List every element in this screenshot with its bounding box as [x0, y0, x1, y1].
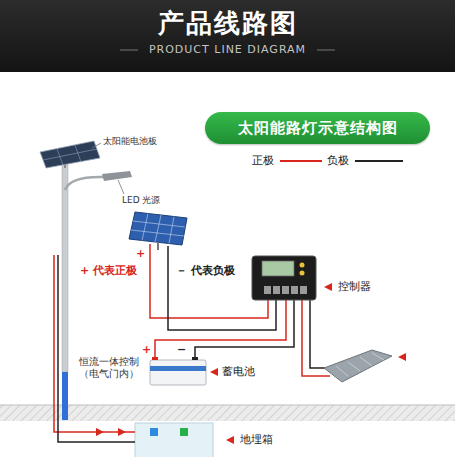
banner-rule	[120, 50, 138, 51]
legend-text: 负极	[327, 153, 349, 168]
polarity-mark: −	[177, 343, 186, 356]
legend-line	[355, 160, 403, 162]
legend-text: 正极	[252, 153, 274, 168]
pole-base	[62, 372, 68, 420]
leader-line	[92, 143, 101, 148]
controller-terminals	[264, 286, 307, 294]
subtitle: PRODUCT LINE DIAGRAM	[0, 43, 455, 56]
pointer-arrow	[398, 353, 406, 361]
indicator-light	[180, 428, 188, 436]
legend-line-sample	[278, 156, 326, 166]
part-name: 控制器	[338, 280, 371, 293]
title-banner	[0, 0, 455, 72]
pole-solar-panel	[40, 141, 100, 168]
pointer-arrow	[226, 436, 234, 444]
title-pill: 太阳能路灯示意结构图	[205, 112, 430, 144]
flow-arrow	[118, 428, 126, 436]
part-name: 地埋箱	[240, 433, 273, 446]
controller-screen	[262, 261, 294, 276]
indicator-light	[150, 428, 158, 436]
ground-line	[0, 405, 455, 406]
legend-line-sample	[353, 156, 407, 166]
negative-wire	[195, 300, 294, 360]
negative-wire	[310, 300, 326, 368]
part-name: 太阳能电池板	[103, 136, 157, 147]
battery	[150, 360, 206, 385]
solar-panel	[129, 212, 187, 245]
controller-button	[300, 271, 305, 276]
flow-arrow	[96, 428, 104, 436]
ground-strip	[0, 405, 455, 421]
led-lamp	[324, 350, 392, 382]
positive-wire	[302, 300, 330, 376]
controller-button	[300, 263, 305, 268]
part-note: 恒流一体控制 （电气门内）	[74, 356, 144, 380]
page-title: 产品线路图	[0, 8, 455, 39]
pill-text: 太阳能路灯示意结构图	[238, 119, 398, 137]
lamp-arm	[65, 177, 104, 190]
pointer-arrow	[324, 283, 332, 291]
polarity-note: + 代表正极	[80, 264, 137, 277]
polarity-note: － 代表负极	[176, 264, 235, 277]
battery-stripe	[150, 366, 206, 371]
controller-box	[252, 256, 316, 300]
underground-box	[135, 423, 213, 457]
part-name: 蓄电池	[222, 365, 255, 378]
panel-stand	[157, 242, 159, 250]
polarity-mark: +	[136, 247, 145, 260]
ground-hatch	[0, 405, 455, 421]
pointer-arrow	[210, 368, 218, 376]
legend-line	[280, 160, 322, 162]
lamp-head	[102, 171, 132, 181]
leader-line	[118, 180, 124, 194]
banner-rule	[317, 50, 335, 51]
panel-grid	[131, 214, 185, 244]
polarity-mark: +	[142, 343, 151, 356]
negative-wire	[58, 255, 135, 442]
led-fins	[336, 353, 384, 376]
part-name: LED 光源	[122, 195, 161, 206]
legend-item: 正极	[252, 153, 326, 168]
legend-item: 负极	[327, 153, 407, 168]
positive-wire	[155, 300, 286, 360]
lamp-pole	[62, 160, 68, 372]
